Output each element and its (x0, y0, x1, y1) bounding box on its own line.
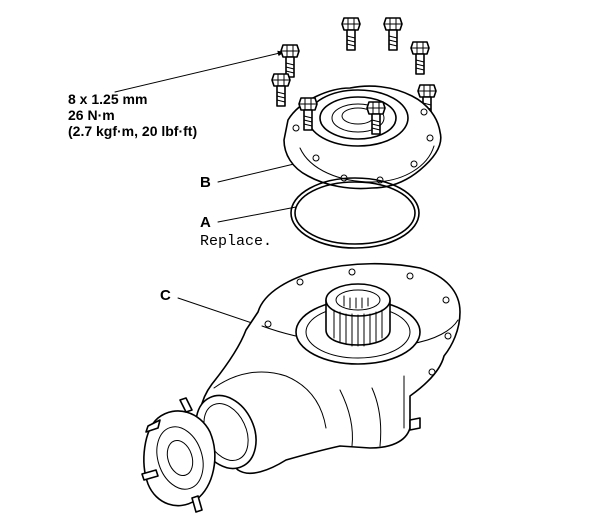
label-c: C (160, 287, 171, 304)
leader-b (217, 163, 295, 183)
housing-c (141, 262, 461, 513)
label-a-note: Replace. (200, 233, 273, 250)
torque-alt-spec: (2.7 kgf·m, 20 lbf·ft) (68, 123, 198, 139)
leader-a (217, 206, 297, 223)
cover-b (283, 85, 442, 190)
leader-lines (114, 50, 297, 325)
o-ring-a (290, 177, 420, 249)
bolt-leader-line (114, 50, 285, 93)
label-a: A (200, 214, 211, 231)
bolt-size-spec: 8 x 1.25 mm (68, 91, 148, 107)
torque-nm-spec: 26 N·m (68, 107, 115, 123)
leader-c (177, 297, 256, 325)
label-b: B (200, 174, 211, 191)
